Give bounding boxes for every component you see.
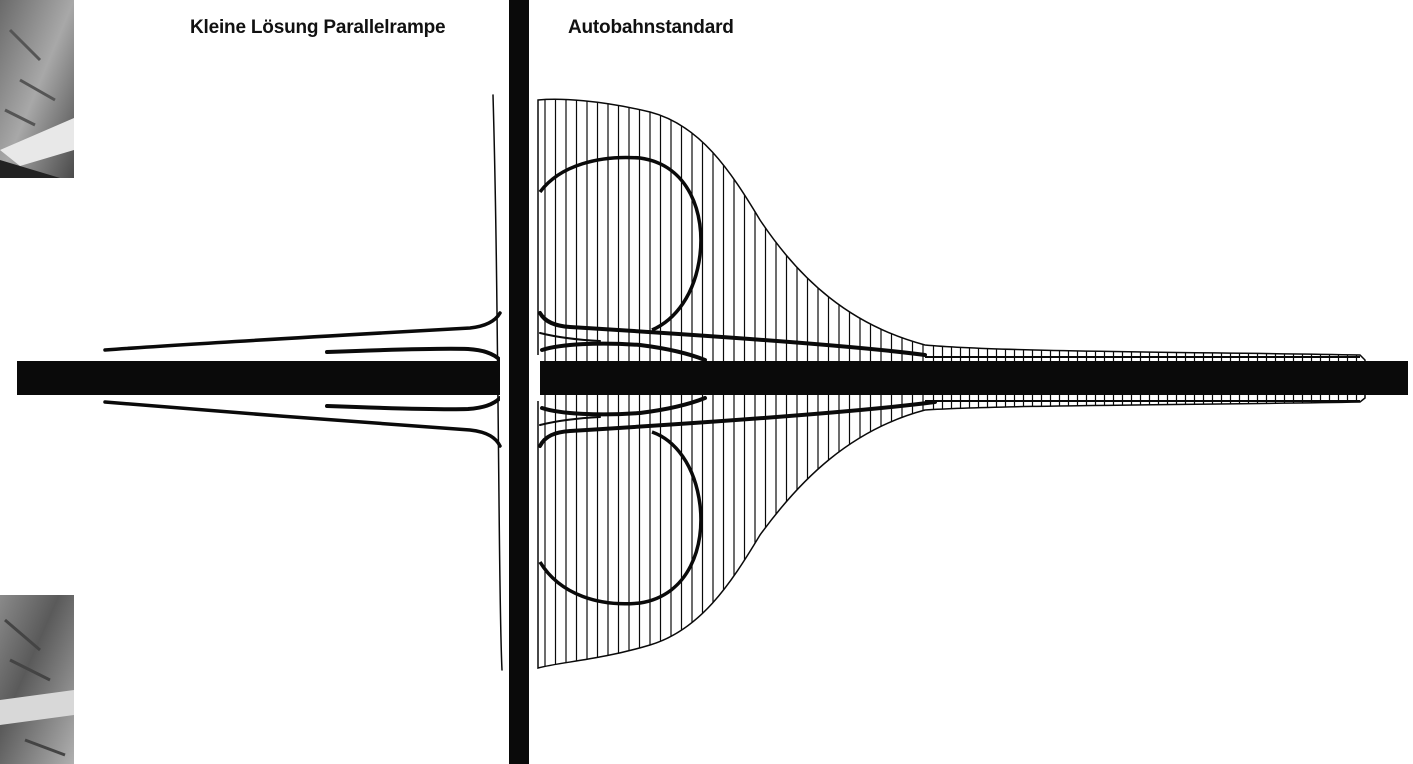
standard-ramps xyxy=(538,311,937,448)
label-small-solution: Kleine Lösung Parallelrampe xyxy=(190,17,446,38)
crossing-road xyxy=(509,0,529,764)
loop-ramp-north xyxy=(538,155,703,332)
taper-markings xyxy=(925,356,1360,402)
motorway-mainline xyxy=(17,361,1408,395)
bridge-gap-east xyxy=(529,355,540,401)
loop-ramp-south xyxy=(538,430,703,606)
cloverleaf-loops xyxy=(538,155,703,606)
parallel-ramp-system xyxy=(103,94,503,671)
photo-fragment-top xyxy=(0,0,74,178)
bridge-gap-west xyxy=(500,355,509,401)
photo-fragment-bottom xyxy=(0,595,74,764)
label-motorway-standard: Autobahnstandard xyxy=(568,17,734,38)
